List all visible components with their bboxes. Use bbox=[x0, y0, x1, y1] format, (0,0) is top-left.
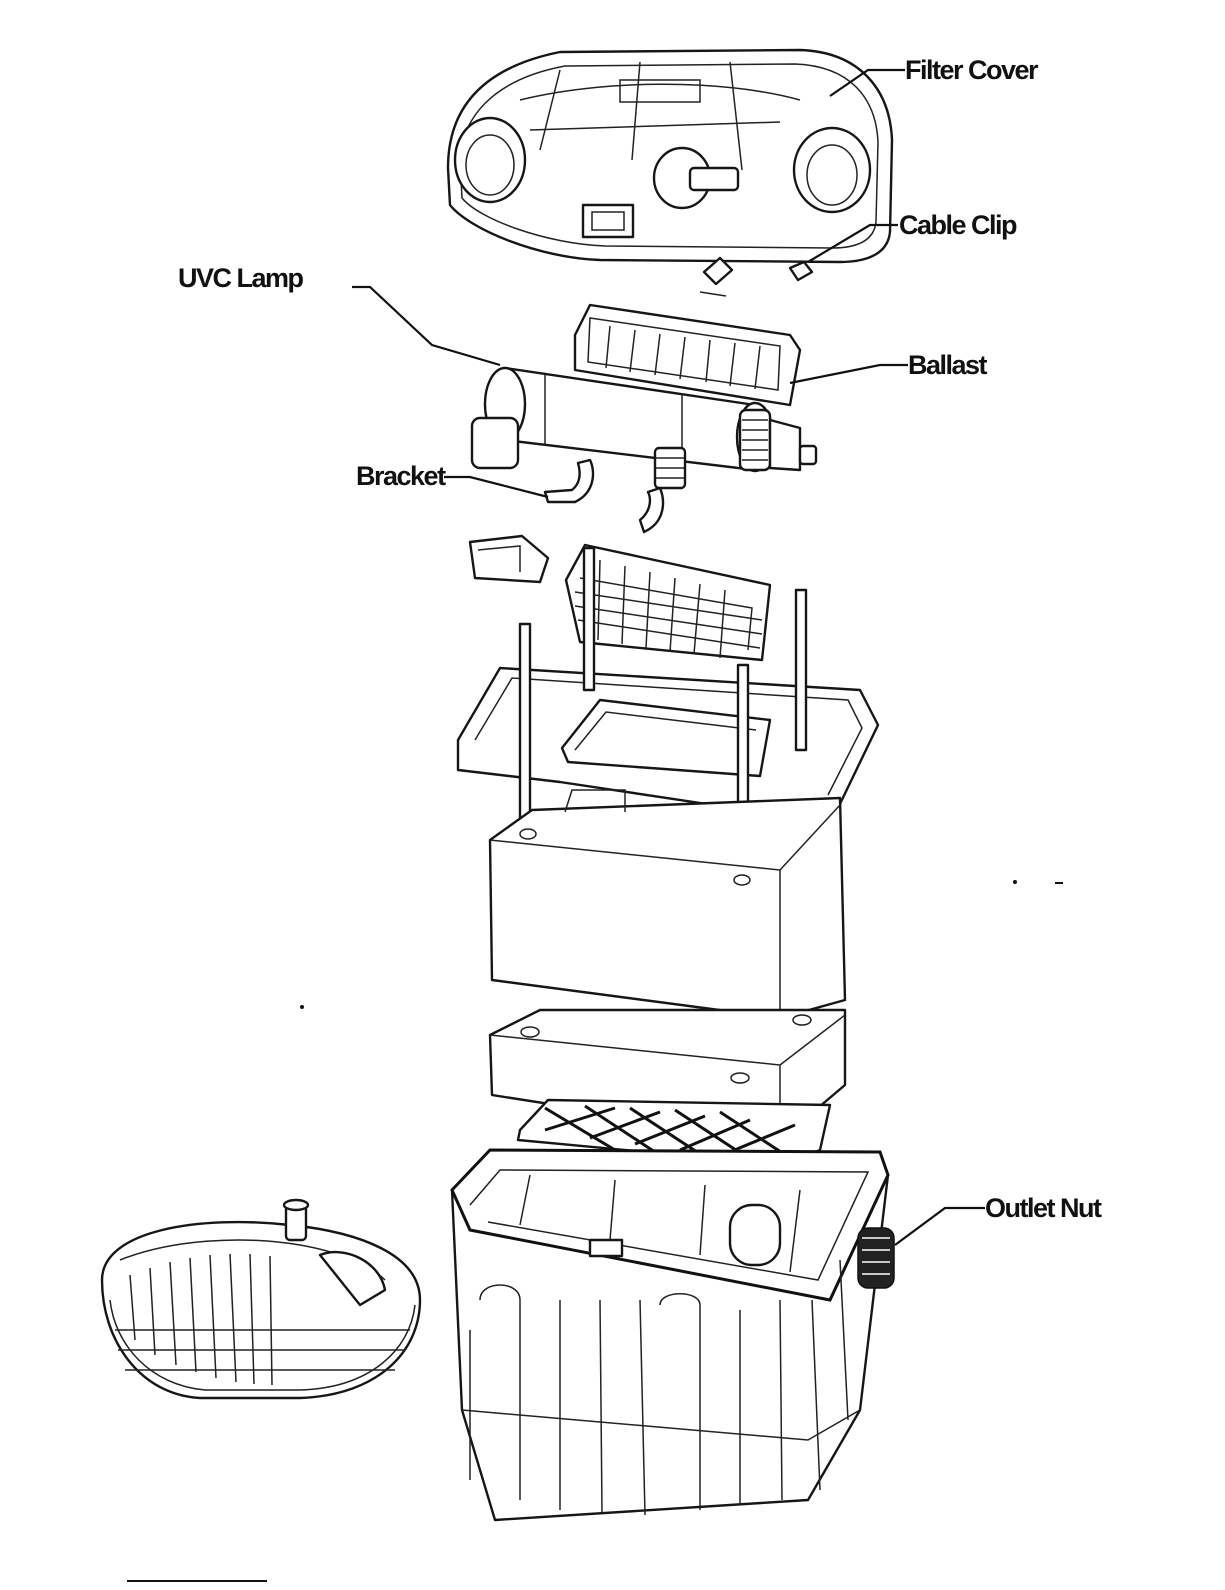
label-uvc-lamp: UVC Lamp bbox=[178, 265, 303, 292]
label-filter-cover: Filter Cover bbox=[905, 57, 1037, 84]
pump bbox=[102, 1200, 420, 1398]
foam-block-large bbox=[490, 790, 845, 1018]
filter-basket bbox=[566, 545, 770, 660]
label-outlet-nut: Outlet Nut bbox=[985, 1195, 1100, 1222]
label-bracket: Bracket bbox=[356, 463, 445, 490]
label-ballast: Ballast bbox=[908, 352, 986, 379]
label-cable-clip: Cable Clip bbox=[899, 212, 1016, 239]
cable-clip bbox=[700, 258, 812, 296]
filter-housing bbox=[452, 1150, 894, 1520]
filter-cover bbox=[448, 50, 892, 262]
